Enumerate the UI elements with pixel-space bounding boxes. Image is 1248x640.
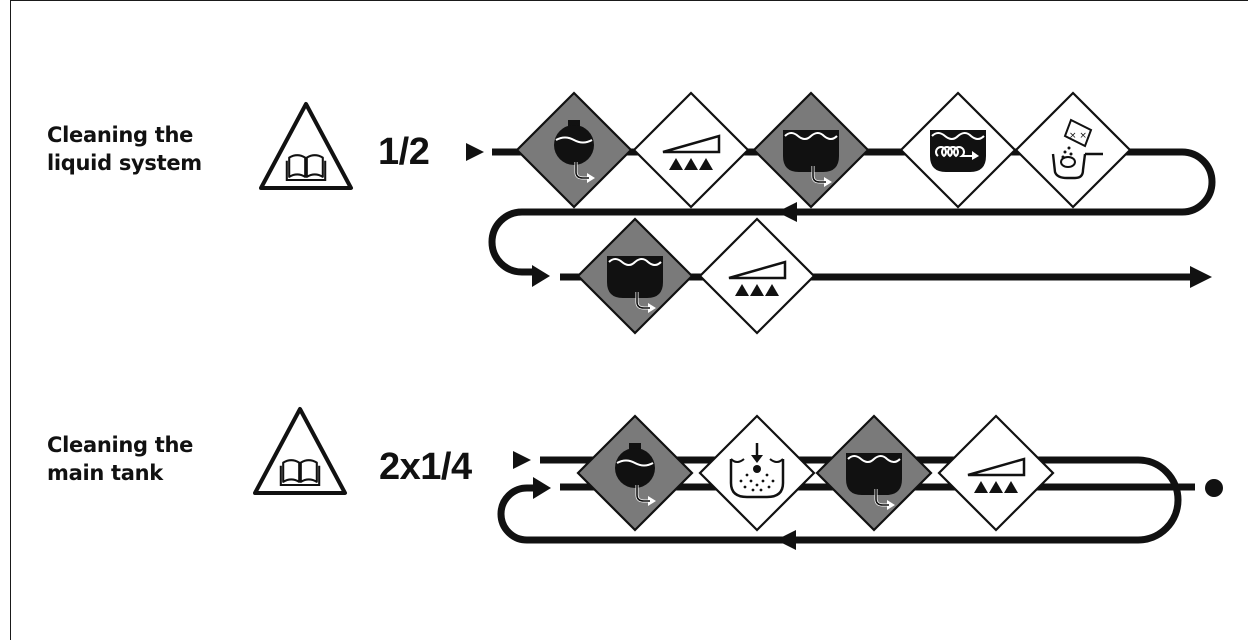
start-arrow-main-tank [513, 451, 531, 469]
section-title-liquid-system: Cleaning the liquid system [47, 123, 202, 175]
main-tank-icon [815, 414, 933, 532]
main-tank-icon [752, 91, 870, 209]
warning-triangle-liquid-system [259, 102, 353, 190]
ratio-label-liquid-system: 1/2 [378, 131, 430, 173]
boom-nozzles-icon [698, 217, 816, 335]
warning-triangle-main-tank [253, 407, 347, 495]
water-tank-icon [576, 414, 694, 532]
start-arrow-liquid-system [466, 143, 484, 161]
boom-nozzles-icon [937, 414, 1055, 532]
cleaning-agent-icon: × × [1014, 91, 1132, 209]
agitation-icon [899, 91, 1017, 209]
end-arrow-liquid-system [1190, 266, 1212, 288]
rinse-nozzle-icon [698, 414, 816, 532]
frame [10, 0, 1248, 640]
end-dot-main-tank [1205, 479, 1223, 497]
svg-text:× ×: × × [1069, 131, 1087, 141]
ratio-label-main-tank: 2x1/4 [379, 446, 472, 488]
boom-nozzles-icon [632, 91, 750, 209]
section-title-main-tank: Cleaning the main tank [47, 433, 194, 485]
water-tank-icon [515, 91, 633, 209]
main-tank-icon [576, 217, 694, 335]
